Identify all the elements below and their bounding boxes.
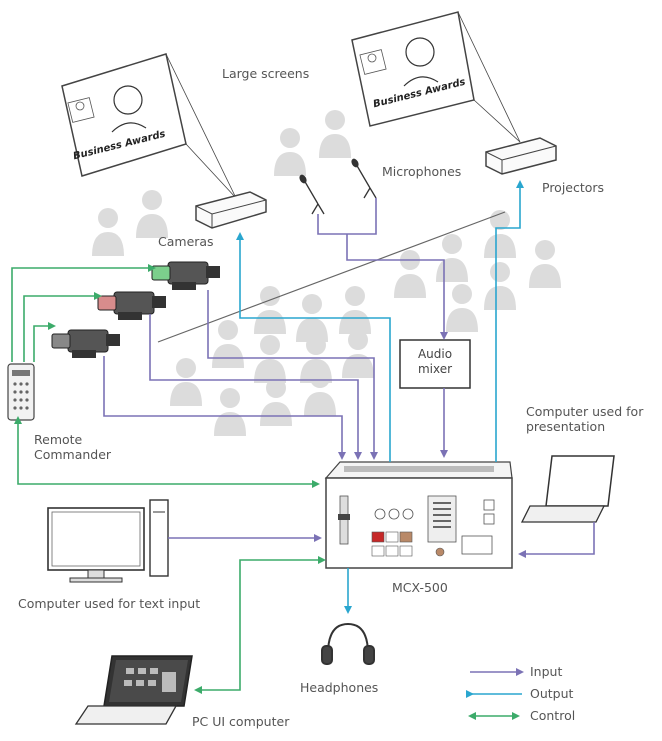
large-screen-left — [61, 53, 237, 199]
label-projectors: Projectors — [542, 180, 605, 195]
label-cameras: Cameras — [158, 234, 214, 249]
label-pc-ui-computer: PC UI computer — [192, 714, 290, 729]
legend — [466, 668, 524, 720]
label-computer-presentation-line2: presentation — [526, 419, 606, 434]
label-remote-commander: Remote Commander — [34, 432, 111, 462]
remote-commander-icon — [7, 363, 35, 421]
projector-right — [485, 137, 557, 175]
label-computer-presentation-line1: Computer used for — [526, 404, 644, 419]
camera-icon — [151, 261, 220, 290]
audio-mixer-box — [399, 339, 471, 389]
label-mcx500: MCX-500 — [392, 580, 448, 595]
label-headphones: Headphones — [300, 680, 379, 695]
microphone-icon — [299, 158, 377, 215]
control-signal-lines — [11, 264, 326, 694]
large-screen-right — [351, 11, 521, 143]
pc-ui-laptop-icon — [74, 655, 193, 725]
text-input-computer-icon — [47, 499, 169, 583]
label-remote-commander-line2: Commander — [34, 447, 112, 462]
camera-icon — [51, 329, 120, 358]
label-computer-text-input: Computer used for text input — [18, 596, 201, 611]
mcx500-switcher — [324, 461, 513, 569]
legend-input-label: Input — [530, 664, 563, 679]
headphones-icon — [321, 622, 375, 665]
label-audio-mixer: Audio mixer — [400, 347, 470, 377]
legend-output-label: Output — [530, 686, 574, 701]
stage-edge-line — [157, 211, 506, 343]
label-audio-mixer-line1: Audio — [417, 347, 453, 361]
output-signal-lines — [236, 180, 524, 614]
legend-control-label: Control — [530, 708, 576, 723]
presentation-laptop-icon — [520, 455, 615, 523]
camera-icon — [97, 291, 166, 320]
projector-left — [195, 191, 267, 229]
label-microphones: Microphones — [382, 164, 462, 179]
label-remote-commander-line1: Remote — [34, 432, 83, 447]
label-audio-mixer-line2: mixer — [417, 362, 453, 376]
label-computer-presentation: Computer used for presentation — [526, 404, 643, 434]
label-large-screens: Large screens — [222, 66, 310, 81]
